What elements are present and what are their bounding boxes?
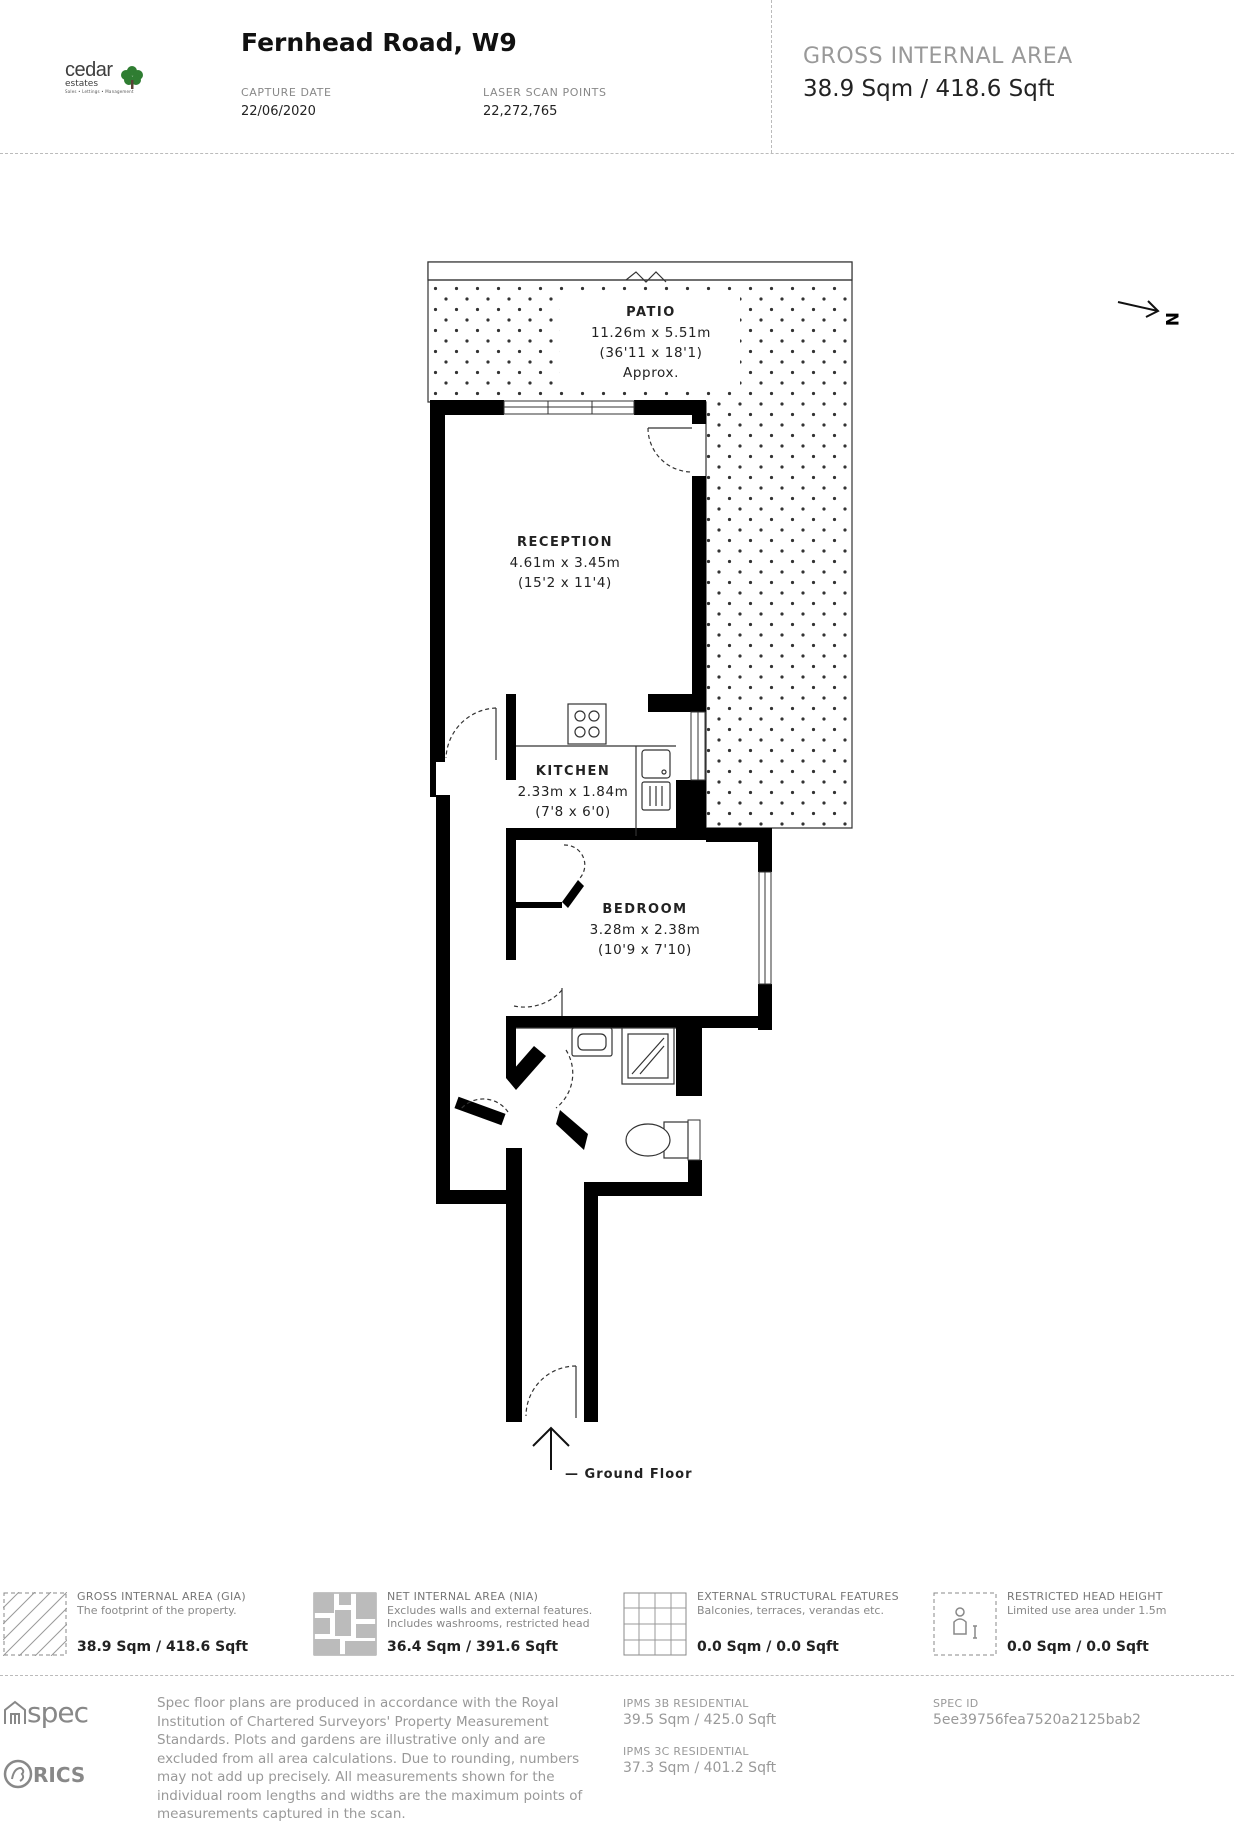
logo-tag: Sales • Lettings • Management — [65, 89, 134, 94]
floor-plan: N — [427, 261, 1181, 1470]
windows — [503, 400, 772, 1161]
door-leaves — [495, 427, 692, 1418]
bathroom-fixtures — [516, 1027, 689, 1159]
gia-header-label: GROSS INTERNAL AREA — [803, 44, 1073, 69]
nia-legend-title: NET INTERNAL AREA (NIA) — [387, 1590, 539, 1603]
patio-label: PATIO 11.26m x 5.51m (36'11 x 18'1) Appr… — [591, 305, 711, 381]
bedroom-label: BEDROOM 3.28m x 2.38m (10'9 x 7'10) — [589, 902, 701, 958]
gia-legend-desc: The footprint of the property. — [77, 1604, 237, 1617]
legend-divider — [0, 1675, 1234, 1676]
logo-word: cedar — [65, 59, 113, 81]
external-legend-title: EXTERNAL STRUCTURAL FEATURES — [697, 1590, 899, 1603]
ipms3b-label: IPMS 3B RESIDENTIAL — [623, 1697, 749, 1710]
external-legend-desc: Balconies, terraces, verandas etc. — [697, 1604, 884, 1617]
restricted-legend-value: 0.0 Sqm / 0.0 Sqft — [1007, 1639, 1149, 1655]
ipms3b-value: 39.5 Sqm / 425.0 Sqft — [623, 1712, 777, 1728]
logo-sub: estates — [65, 79, 99, 89]
gia-legend-title: GROSS INTERNAL AREA (GIA) — [77, 1590, 246, 1603]
compass-letter: N — [1161, 312, 1181, 326]
scan-points-value: 22,272,765 — [483, 104, 558, 119]
header-vertical-divider — [771, 0, 772, 153]
ipms3c-label: IPMS 3C RESIDENTIAL — [623, 1745, 749, 1758]
ipms3c-value: 37.3 Sqm / 401.2 Sqft — [623, 1760, 777, 1776]
external-legend-value: 0.0 Sqm / 0.0 Sqft — [697, 1639, 839, 1655]
nia-rooms-icon — [313, 1592, 377, 1656]
gia-header-value: 38.9 Sqm / 418.6 Sqft — [803, 76, 1055, 102]
nia-legend-value: 36.4 Sqm / 391.6 Sqft — [387, 1639, 559, 1655]
grid-icon — [623, 1592, 687, 1656]
patio-area — [427, 261, 853, 829]
restricted-legend-desc: Limited use area under 1.5m — [1007, 1604, 1167, 1617]
kitchen-fixtures — [516, 703, 676, 836]
spec-id-value: 5ee39756fea7520a2125bab2 — [933, 1712, 1141, 1728]
spec-house-icon — [4, 1700, 26, 1724]
capture-date-label: CAPTURE DATE — [241, 86, 332, 99]
entrance-arrow-icon — [532, 1426, 570, 1470]
header-divider — [0, 153, 1234, 154]
scan-points-label: LASER SCAN POINTS — [483, 86, 607, 99]
walls — [430, 400, 772, 1422]
kitchen-label: KITCHEN 2.33m x 1.84m (7'8 x 6'0) — [517, 764, 629, 820]
rics-logo: RICS — [3, 1759, 85, 1789]
rics-lion-icon — [3, 1759, 33, 1789]
spec-id-label: SPEC ID — [933, 1697, 979, 1710]
disclaimer-text: Spec floor plans are produced in accorda… — [157, 1695, 583, 1822]
capture-date-value: 22/06/2020 — [241, 104, 316, 119]
door-swings — [445, 427, 693, 1417]
reception-label: RECEPTION 4.61m x 3.45m (15'2 x 11'4) — [509, 535, 621, 591]
restricted-legend-title: RESTRICTED HEAD HEIGHT — [1007, 1590, 1163, 1603]
nia-legend-desc: Excludes walls and external features. In… — [387, 1604, 593, 1630]
property-address: Fernhead Road, W9 — [241, 28, 517, 57]
cedar-estates-logo: cedar estates Sales • Lettings • Managem… — [62, 56, 144, 100]
person-height-icon — [933, 1592, 997, 1656]
spec-logo: spec — [3, 1696, 89, 1729]
floor-label: — Ground Floor — [565, 1467, 693, 1482]
tree-icon — [121, 66, 143, 89]
gia-legend-value: 38.9 Sqm / 418.6 Sqft — [77, 1639, 249, 1655]
north-arrow-icon — [1117, 300, 1160, 318]
gia-hatch-icon — [3, 1592, 67, 1656]
